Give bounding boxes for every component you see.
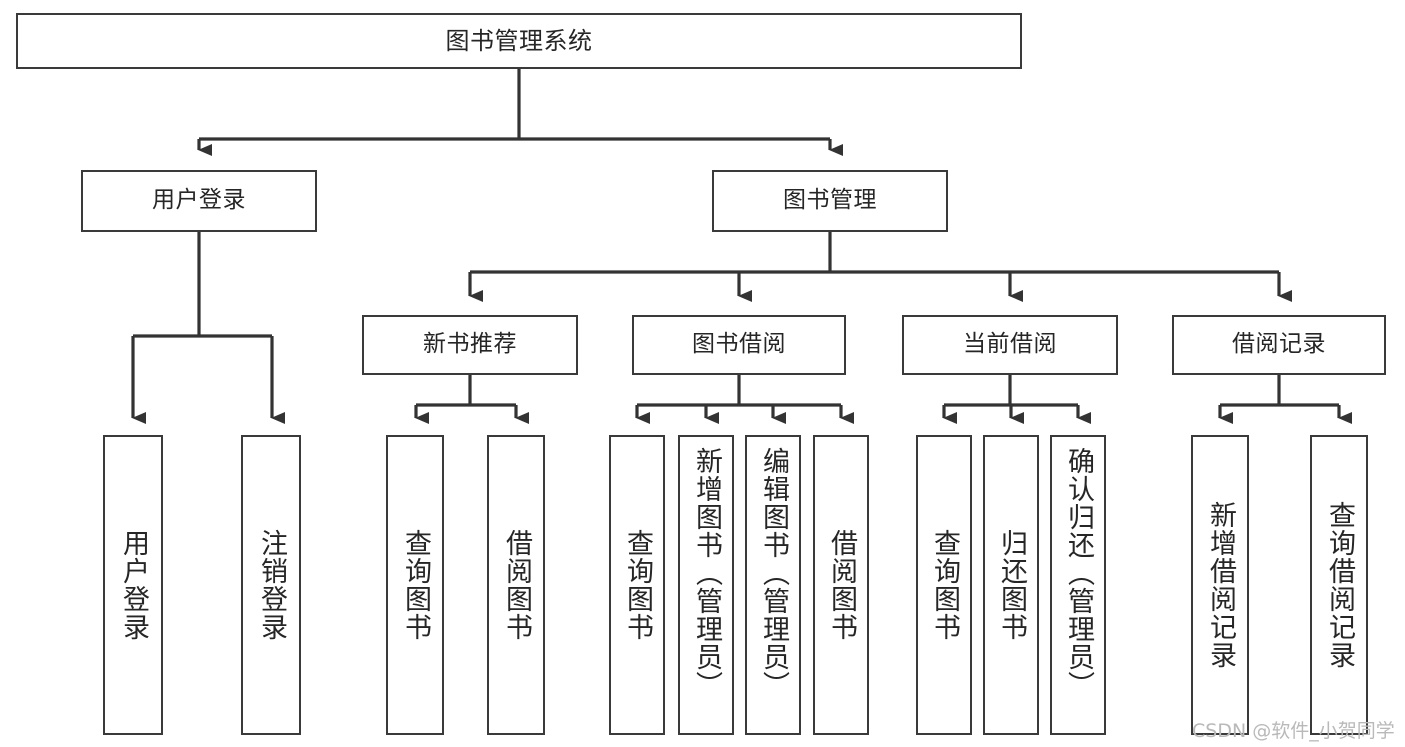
node-leaf-borrow-book-1-label: 借阅图书 — [501, 529, 533, 641]
node-leaf-add-book-label: 新增图书（管理员） — [691, 447, 723, 699]
node-new-book-recommend-label: 新书推荐 — [423, 331, 517, 358]
node-leaf-edit-book-label: 编辑图书（管理员） — [758, 447, 790, 699]
node-leaf-user-login-label: 用户登录 — [118, 529, 150, 641]
node-root[interactable]: 图书管理系统 — [16, 13, 1022, 69]
node-leaf-add-record-label: 新增借阅记录 — [1205, 501, 1237, 669]
node-leaf-return-book[interactable]: 归还图书 — [983, 435, 1039, 735]
node-current-borrow[interactable]: 当前借阅 — [902, 315, 1118, 375]
node-leaf-add-record[interactable]: 新增借阅记录 — [1191, 435, 1249, 735]
node-leaf-return-book-label: 归还图书 — [996, 529, 1028, 641]
node-book-borrow-label: 图书借阅 — [692, 331, 786, 358]
node-leaf-confirm-return[interactable]: 确认归还（管理员） — [1050, 435, 1106, 735]
csdn-watermark: CSDN @软件_小贺同学 — [1192, 720, 1395, 742]
node-leaf-borrow-book-1[interactable]: 借阅图书 — [487, 435, 545, 735]
node-leaf-query-book-2-label: 查询图书 — [622, 529, 654, 641]
node-leaf-edit-book[interactable]: 编辑图书（管理员） — [745, 435, 801, 735]
node-leaf-add-book[interactable]: 新增图书（管理员） — [678, 435, 734, 735]
node-leaf-logout[interactable]: 注销登录 — [241, 435, 301, 735]
node-leaf-query-book-3[interactable]: 查询图书 — [916, 435, 972, 735]
node-book-management[interactable]: 图书管理 — [712, 170, 948, 232]
node-leaf-borrow-book-2-label: 借阅图书 — [826, 529, 858, 641]
node-leaf-query-record-label: 查询借阅记录 — [1324, 501, 1356, 669]
node-leaf-query-record[interactable]: 查询借阅记录 — [1310, 435, 1368, 735]
node-user-login-label: 用户登录 — [152, 187, 246, 214]
node-leaf-user-login[interactable]: 用户登录 — [103, 435, 163, 735]
node-leaf-logout-label: 注销登录 — [256, 529, 288, 641]
node-leaf-confirm-return-label: 确认归还（管理员） — [1063, 447, 1095, 699]
node-book-management-label: 图书管理 — [783, 187, 877, 214]
node-borrow-record[interactable]: 借阅记录 — [1172, 315, 1386, 375]
node-leaf-query-book-3-label: 查询图书 — [929, 529, 961, 641]
node-borrow-record-label: 借阅记录 — [1232, 331, 1326, 358]
node-new-book-recommend[interactable]: 新书推荐 — [362, 315, 578, 375]
node-leaf-query-book-1-label: 查询图书 — [400, 529, 432, 641]
node-current-borrow-label: 当前借阅 — [963, 331, 1057, 358]
node-book-borrow[interactable]: 图书借阅 — [632, 315, 846, 375]
node-leaf-query-book-2[interactable]: 查询图书 — [609, 435, 665, 735]
node-root-label: 图书管理系统 — [445, 26, 593, 55]
node-leaf-query-book-1[interactable]: 查询图书 — [386, 435, 444, 735]
node-user-login[interactable]: 用户登录 — [81, 170, 317, 232]
node-leaf-borrow-book-2[interactable]: 借阅图书 — [813, 435, 869, 735]
